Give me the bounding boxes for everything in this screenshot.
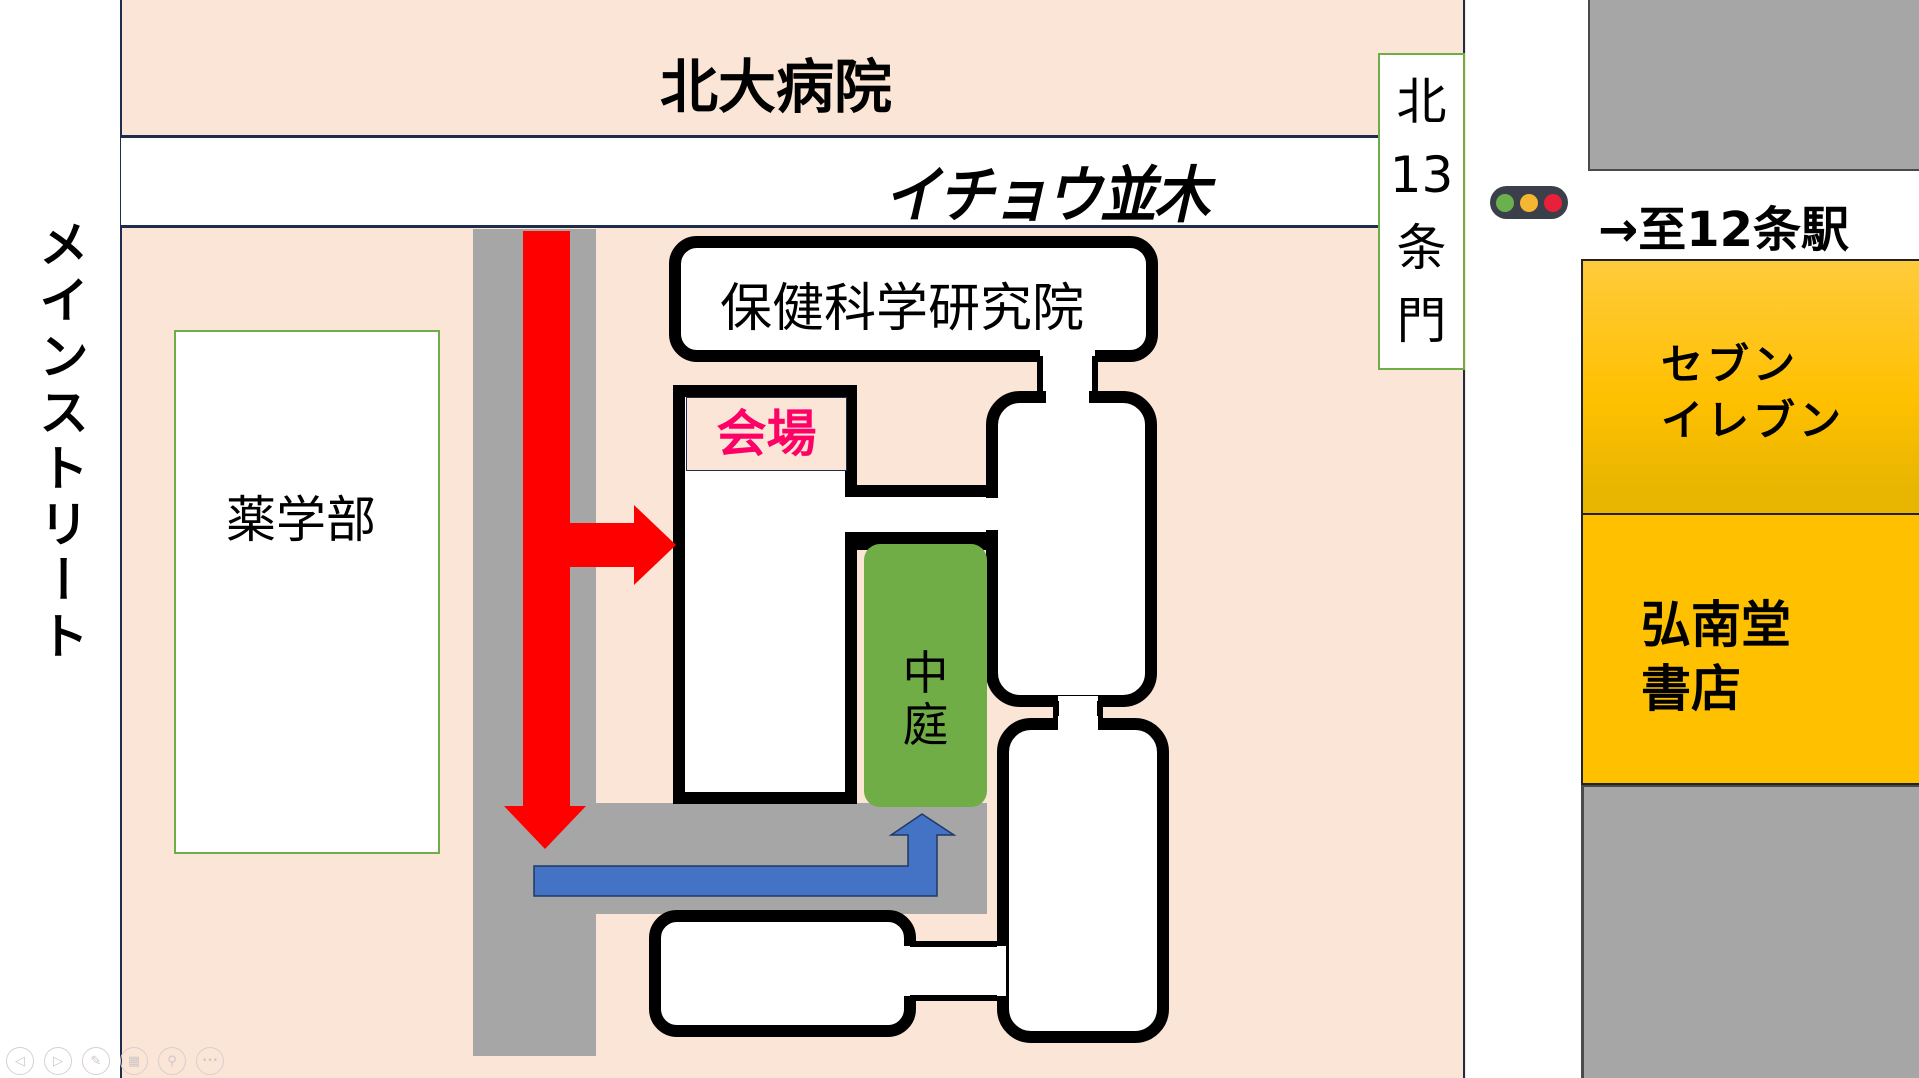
- pharmacy-building: 薬学部: [174, 330, 440, 854]
- campus-right-border: [1463, 0, 1465, 1078]
- main-street-label: メインストリート: [31, 218, 89, 666]
- road-line-top: [120, 135, 1380, 138]
- health-sciences-building: [669, 236, 1158, 362]
- venue-label-box: 会場: [686, 397, 847, 471]
- previous-slide-button[interactable]: ◁: [6, 1047, 34, 1075]
- to-12jo-station-label: →至12条駅: [1598, 202, 1850, 258]
- seven-eleven-store: セブン イレブン: [1581, 259, 1919, 513]
- right-upper-building: [986, 391, 1157, 707]
- hospital-label: 北大病院: [660, 53, 893, 121]
- courtyard-route-arrow: [533, 813, 957, 897]
- more-options-button[interactable]: •••: [196, 1047, 224, 1075]
- north13-gate: 北 13 条 門: [1378, 53, 1465, 370]
- venue-label: 会場: [716, 405, 817, 463]
- courtyard-label: 中 庭: [902, 646, 949, 752]
- kohnan-do-bookstore: 弘南堂 書店: [1581, 513, 1919, 785]
- courtyard: [864, 544, 987, 807]
- traffic-light-icon: [1490, 186, 1568, 219]
- ginkgo-avenue-label: イチョウ並木: [884, 160, 1210, 232]
- health-sciences-label: 保健科学研究院: [720, 279, 1085, 339]
- see-all-slides-button[interactable]: ▦: [120, 1047, 148, 1075]
- zoom-button[interactable]: ⚲: [158, 1047, 186, 1075]
- right-lower-building: [997, 718, 1169, 1043]
- building-block-top-right: [1588, 0, 1919, 171]
- ginkgo-avenue-road: [121, 136, 1464, 226]
- main-route-arrow: [504, 231, 676, 849]
- bottom-left-building: [649, 910, 916, 1037]
- building-block-bottom-right: [1581, 785, 1919, 1078]
- pen-tool-button[interactable]: ✎: [82, 1047, 110, 1075]
- next-slide-button[interactable]: ▷: [44, 1047, 72, 1075]
- road-line-bottom: [120, 225, 1380, 228]
